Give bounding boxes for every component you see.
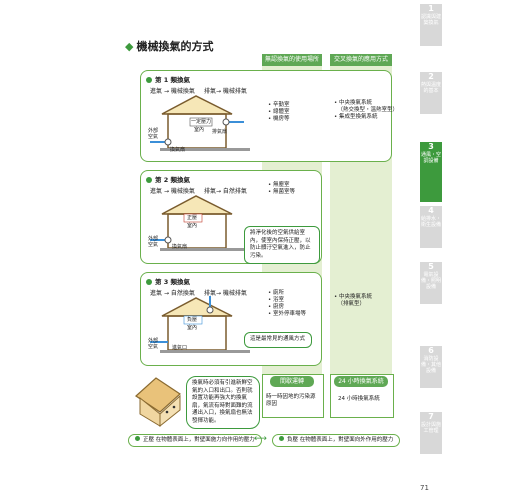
pill-negative-pressure: 負壓 在物體表面上，對壁面向外作用的壓力	[272, 434, 401, 447]
flow-intake-type: → 自然換氣	[164, 290, 195, 297]
list-item: • 集成型換氣系統	[334, 114, 378, 120]
bullet-icon	[146, 77, 152, 83]
flow-exhaust-label: 排氣	[204, 290, 217, 297]
panel-type2-heading: 第 2 類換氣	[146, 174, 190, 184]
box-24h-text: 24 小時換氣系統	[338, 396, 380, 402]
flow-exhaust-type: → 機械排氣	[216, 88, 247, 95]
list-item: • 中央換氣系統	[334, 100, 373, 106]
label-inlet: 換氣扇	[170, 147, 186, 153]
panel3-apps: • 中央換氣系統 （排氣型）	[334, 294, 372, 308]
box-intermittent-header: 間歇運轉	[270, 376, 314, 387]
pressure-box	[183, 213, 203, 223]
flow-intake-label: 進氣	[150, 188, 163, 195]
house-diagram-type2	[150, 195, 250, 251]
label-outside: 外部空氣	[148, 236, 159, 248]
page-number: 71	[420, 484, 429, 492]
flow-intake-type: → 機械換氣	[164, 188, 195, 195]
list-item: （排氣型）	[337, 301, 366, 307]
bullet-icon	[279, 436, 284, 441]
list-item: （熱交換型・溫熱室型）	[337, 107, 399, 113]
flow-intake-type: → 機械換氣	[164, 88, 195, 95]
mascot-eye	[165, 410, 169, 414]
panel1-apps: • 中央換氣系統 （熱交換型・溫熱室型） • 集成型換氣系統	[334, 100, 398, 121]
list-item: • 無塵室	[268, 182, 290, 188]
panel-type3-heading: 第 3 類換氣	[146, 276, 190, 286]
list-item: • 廁所	[268, 290, 285, 296]
flow-intake-label: 進氣	[150, 290, 163, 297]
list-item: • 浴室	[268, 297, 285, 303]
bullet-icon	[135, 436, 140, 441]
column-header-apps: 交叉換氣的應用方式	[330, 54, 392, 66]
label-outside: 外部空氣	[148, 128, 159, 140]
list-item: • 無菌室等	[268, 189, 296, 195]
house-diagram-type3	[150, 296, 250, 353]
label-positive: 正壓	[187, 215, 198, 221]
pressure-box	[183, 315, 203, 325]
mascot-roof	[135, 377, 181, 413]
list-item: • 總體室	[268, 109, 290, 115]
ground	[160, 148, 250, 151]
page-title-text: 機械換氣的方式	[136, 40, 214, 53]
mascot-front	[159, 394, 181, 428]
ground	[160, 350, 250, 353]
house-diagram-type1	[150, 95, 250, 151]
pill-positive-pressure: 正壓 在物體表面上，對壁面施力向作用的壓力	[128, 434, 262, 447]
list-item: • 機房等	[268, 116, 290, 122]
panel3-uses: • 廁所 • 浴室 • 廚房 • 室外停車場等	[268, 290, 306, 318]
box-24h-header: 24 小時換氣系統	[334, 376, 388, 387]
flow-exhaust-label: 排氣	[204, 88, 217, 95]
house-roof	[161, 297, 233, 317]
flow-intake-label: 進氣	[150, 88, 163, 95]
double-arrow-icon: ⟷	[254, 434, 267, 444]
label-outside: 外部空氣	[148, 338, 159, 350]
house-mascot-illustration	[135, 377, 181, 428]
house-roof	[161, 95, 233, 115]
pressure-box	[189, 117, 213, 127]
column-header-uses: 無認換氣的使用場所	[262, 54, 322, 66]
list-item: • 辛勤室	[268, 102, 290, 108]
ground	[160, 248, 250, 251]
label-outlet: 排氣扇	[212, 129, 228, 135]
bullet-icon	[146, 279, 152, 285]
mascot-eye	[172, 405, 176, 409]
list-item: • 室外停車場等	[268, 311, 307, 317]
panel1-uses: • 辛勤室 • 總體室 • 機房等	[268, 102, 290, 123]
house-roof	[161, 195, 233, 215]
panel3-note: 這是最常見的通風方式	[244, 332, 312, 348]
label-room: 室內	[187, 325, 198, 331]
label-room: 室內	[194, 127, 205, 133]
speech-bubble: 換氣時必須有引進新鮮空氣的入口和出口。否則就設置功能再強大的換氣扇，氣流有時對面…	[186, 376, 260, 429]
list-item: • 廚房	[268, 304, 285, 310]
page-title: ◆機械換氣的方式	[125, 38, 213, 54]
panel2-note: 將淨化後的空氣供給室內，使室內保持正壓，以防止髒汙空氣進入，防止污染。	[244, 226, 320, 264]
exhaust-fan-icon	[222, 118, 230, 126]
box-intermittent-text: 時一時因地的污染源原因	[266, 394, 316, 407]
label-negative: 負壓	[187, 317, 198, 323]
flow-exhaust-type: → 自然排氣	[216, 188, 247, 195]
list-item: • 中央換氣系統	[334, 294, 373, 300]
diamond-icon: ◆	[125, 40, 134, 53]
bullet-icon	[146, 177, 152, 183]
panel-type1-heading: 第 1 類換氣	[146, 74, 190, 84]
label-inlet: 換氣扇	[172, 244, 188, 250]
flow-exhaust-type: → 機械排氣	[216, 290, 247, 297]
label-inlet: 進氣口	[172, 345, 188, 351]
intake-fan-icon	[164, 138, 172, 146]
exhaust-fan-icon	[206, 306, 214, 314]
label-pressure: 一定壓力	[191, 119, 212, 125]
label-room: 室內	[187, 223, 198, 229]
flow-exhaust-label: 排氣	[204, 188, 217, 195]
panel-type1	[140, 70, 392, 162]
intake-fan-icon	[164, 236, 172, 244]
panel2-uses: • 無塵室 • 無菌室等	[268, 182, 295, 196]
